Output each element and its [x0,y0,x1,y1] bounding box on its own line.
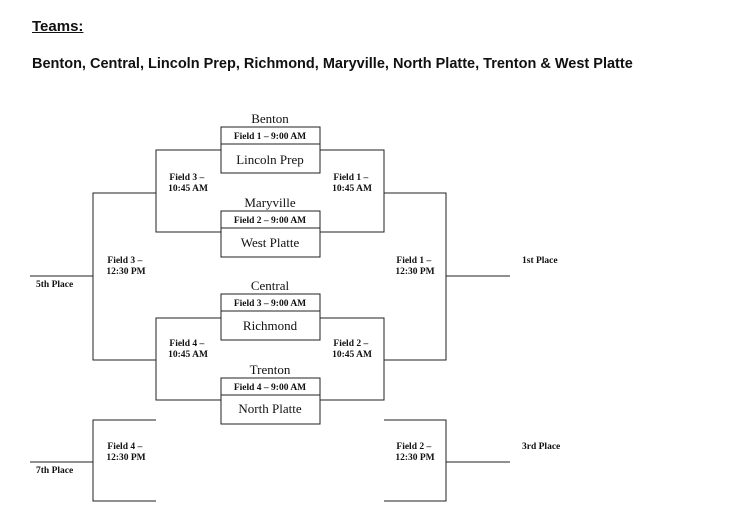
place-label-fifth: 5th Place [36,280,73,290]
team-benton: Benton [251,111,289,126]
game-label-fifth: Field 3 – 12:30 PM [106,256,145,277]
team-trenton: Trenton [250,362,291,377]
bracket-lines [30,149,510,502]
match-box-2 [220,210,321,258]
place-label-first: 1st Place [522,256,558,266]
place-label-seventh: 7th Place [36,466,73,476]
team-west-platte: West Platte [241,235,300,250]
game-label-third: Field 2 – 12:30 PM [395,442,434,463]
game-label-first: Field 1 – 12:30 PM [395,256,434,277]
game-label-right-bottom: Field 2 – 10:45 AM [332,339,372,360]
match-box-4 [220,377,321,425]
team-richmond: Richmond [243,318,298,333]
game-label-3: Field 3 – 9:00 AM [234,299,306,309]
game-label-left-bottom: Field 4 – 10:45 AM [168,339,208,360]
place-label-third: 3rd Place [522,442,560,452]
team-list: Benton, Central, Lincoln Prep, Richmond,… [32,56,633,72]
game-label-4: Field 4 – 9:00 AM [234,383,306,393]
game-label-seventh: Field 4 – 12:30 PM [106,442,145,463]
team-central: Central [251,278,290,293]
game-label-1: Field 1 – 9:00 AM [234,132,306,142]
team-lincoln-prep: Lincoln Prep [236,152,304,167]
game-label-right-top: Field 1 – 10:45 AM [332,173,372,194]
team-maryville: Maryville [244,195,295,210]
teams-heading: Teams: [32,18,84,35]
game-label-left-top: Field 3 – 10:45 AM [168,173,208,194]
match-box-3 [220,293,321,341]
game-label-2: Field 2 – 9:00 AM [234,216,306,226]
team-north-platte: North Platte [238,401,301,416]
